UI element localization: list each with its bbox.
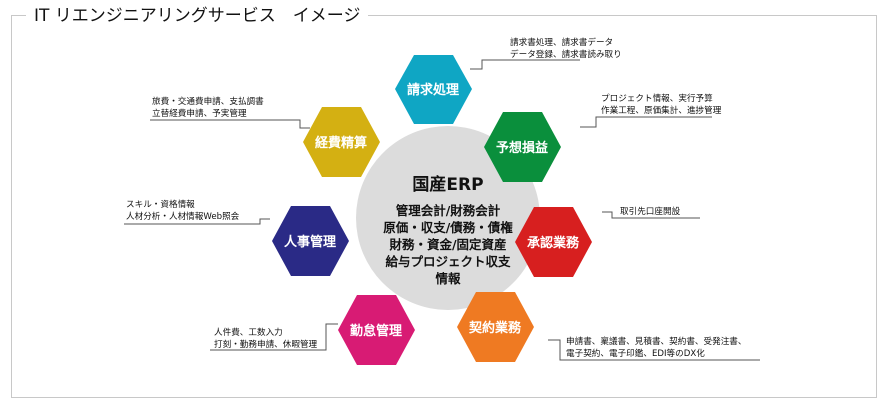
center-line: 財務・資金/固定資産	[388, 237, 506, 252]
module-note: 人件費、工数入力	[214, 326, 283, 338]
page-title: IT リエンジニアリングサービス イメージ	[26, 5, 369, 27]
module-note: 作業工程、原価集計、進捗管理	[601, 104, 722, 116]
module-note: データ登録、請求書読み取り	[510, 48, 622, 60]
module-note: プロジェクト情報、実行予算	[601, 92, 713, 104]
module-label: 経費精算	[315, 135, 367, 151]
module-note: 申請書、稟議書、見積書、契約書、受発注書、	[566, 335, 746, 347]
module-hex: 契約業務	[457, 292, 534, 362]
module-note: スキル・資格情報	[126, 198, 195, 210]
module-note: 請求書処理、請求書データ	[510, 36, 613, 48]
module-hex: 経費精算	[303, 107, 380, 177]
module-hex: 承認業務	[515, 207, 592, 277]
center-line: 給与プロジェクト収支	[385, 254, 511, 269]
module-note: 取引先口座開設	[620, 205, 681, 217]
module-note: 旅費・交通費申請、支払調書	[152, 95, 264, 107]
center-line: 管理会計/財務会計	[396, 203, 501, 218]
leader-line	[580, 116, 712, 128]
module-label: 予想損益	[496, 140, 548, 156]
module-note: 打刻・勤務申請、休暇管理	[214, 338, 318, 350]
module-label: 請求処理	[407, 82, 459, 98]
module-note: 立替経費申請、予実管理	[152, 107, 247, 119]
leader-line	[124, 218, 270, 225]
center-line: 情報	[435, 271, 461, 286]
center-line: 原価・収支/債務・債権	[383, 220, 513, 235]
diagram-frame	[11, 15, 877, 398]
leader-line	[210, 323, 338, 351]
center-erp: 国産ERP 管理会計/財務会計 原価・収支/債務・債権 財務・資金/固定資産 給…	[356, 126, 540, 310]
module-hex: 人事管理	[272, 206, 349, 276]
leader-line	[470, 59, 580, 70]
module-label: 承認業務	[527, 235, 580, 251]
module-note: 電子契約、電子印鑑、EDI等のDX化	[566, 347, 705, 359]
leader-line	[150, 119, 310, 129]
module-hex: 予想損益	[484, 112, 561, 182]
module-label: 人事管理	[284, 234, 336, 250]
center-title: 国産ERP	[412, 174, 483, 195]
leader-line	[602, 211, 700, 219]
module-hex: 勤怠管理	[338, 295, 415, 365]
leader-line	[548, 339, 760, 361]
module-label: 勤怠管理	[350, 323, 402, 339]
module-label: 契約業務	[468, 320, 522, 336]
module-note: 人材分析・人材情報Web照会	[126, 210, 240, 222]
module-hex: 請求処理	[395, 55, 472, 124]
